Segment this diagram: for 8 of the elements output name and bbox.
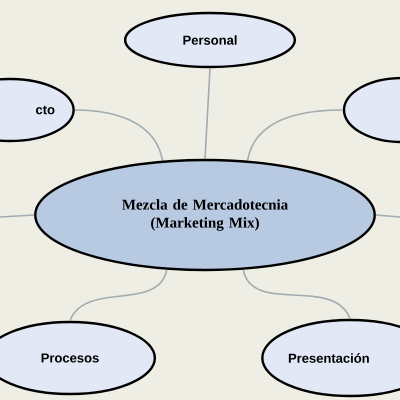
connector-line bbox=[246, 109, 343, 161]
connector-line bbox=[204, 68, 211, 159]
connector-line bbox=[0, 214, 34, 218]
connector-line bbox=[69, 270, 168, 322]
connector-line bbox=[242, 270, 351, 320]
connector-line bbox=[74, 109, 164, 161]
connector-line bbox=[376, 214, 400, 218]
ellipse bbox=[342, 76, 400, 144]
